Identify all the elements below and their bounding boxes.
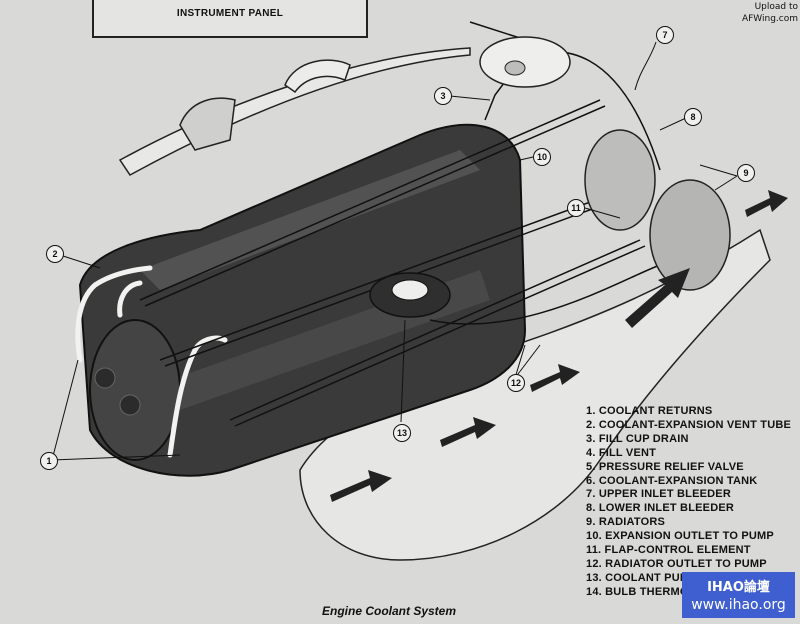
airflow-arrow <box>330 470 392 502</box>
callout-8: 8 <box>684 108 702 126</box>
callout-3: 3 <box>434 87 452 105</box>
coolant-return-pipe-right <box>167 335 228 458</box>
airflow-arrow <box>625 268 690 328</box>
coolant-return-pipe-left <box>75 265 153 363</box>
airflow-arrows <box>330 190 788 502</box>
callout-7: 7 <box>656 26 674 44</box>
engine-boss-2 <box>119 394 141 416</box>
watermark-line1: IHAO論壇 <box>707 580 770 595</box>
leader-lines <box>51 41 738 461</box>
legend-item: 13. COOLANT PUMP <box>586 571 697 584</box>
expansion-tank <box>479 36 571 88</box>
diagram-caption: Engine Coolant System <box>322 604 457 618</box>
legend-item: 4. FILL VENT <box>586 446 657 459</box>
instrument-panel-label: INSTRUMENT PANEL <box>92 0 368 38</box>
coolant-pump-hub <box>391 279 429 301</box>
instrument-panel-text: INSTRUMENT PANEL <box>176 8 284 19</box>
upload-note: Upload to AFWing.com <box>742 1 798 25</box>
legend-item: 1. COOLANT RETURNS <box>586 405 713 417</box>
legend-item: 6. COOLANT-EXPANSION TANK <box>586 474 758 487</box>
callout-12: 12 <box>507 374 525 392</box>
legend-item: 7. UPPER INLET BLEEDER <box>586 488 731 501</box>
fill-vent-tube <box>469 21 521 39</box>
return-tube <box>429 264 661 325</box>
legend-item: 14. BULB THERMO <box>586 585 689 598</box>
upload-note-line1: Upload to <box>754 2 798 12</box>
radiator-lower <box>649 179 731 291</box>
lower-tube <box>229 239 641 421</box>
legend-item: 9. RADIATORS <box>586 516 666 529</box>
lower-tube-b <box>234 245 646 427</box>
callout-9: 9 <box>737 164 755 182</box>
gunsight-bump <box>284 59 351 94</box>
legend-item: 3. FILL CUP DRAIN <box>586 432 689 445</box>
airflow-arrow <box>530 364 580 392</box>
callout-2: 2 <box>46 245 64 263</box>
callout-11: 11 <box>567 199 585 217</box>
upper-tube <box>139 99 601 301</box>
upper-tube-b <box>144 105 606 307</box>
legend-item: 12. RADIATOR OUTLET TO PUMP <box>586 557 767 570</box>
expansion-tank-cap <box>504 60 526 76</box>
legend-item: 8. LOWER INLET BLEEDER <box>586 502 735 515</box>
legend-item: 2. COOLANT-EXPANSION VENT TUBE <box>586 418 792 431</box>
upload-note-line2: AFWing.com <box>741 14 798 24</box>
engine-front-end <box>89 319 181 461</box>
engine-boss <box>94 367 116 389</box>
legend-item: 11. FLAP-CONTROL ELEMENT <box>586 544 751 557</box>
callout-13: 13 <box>393 424 411 442</box>
legend-list: 1. COOLANT RETURNS 2. COOLANT-EXPANSION … <box>586 405 791 600</box>
callout-1: 1 <box>40 452 58 470</box>
airflow-arrow <box>745 190 788 217</box>
main-tubes <box>139 21 661 427</box>
watermark-line2: www.ihao.org <box>691 597 786 613</box>
radiator-upper <box>584 129 656 231</box>
coolant-lines <box>75 265 228 458</box>
legend-item: 10. EXPANSION OUTLET TO PUMP <box>586 530 774 543</box>
watermark-badge: IHAO論壇 www.ihao.org <box>682 572 795 618</box>
engine-cylinder-bank <box>140 150 480 290</box>
windshield-frame <box>179 97 236 151</box>
callout-10: 10 <box>533 148 551 166</box>
coolant-return-pipe-front <box>117 280 143 318</box>
airflow-arrow <box>440 417 496 447</box>
legend-item: 5. PRESSURE RELIEF VALVE <box>586 460 744 473</box>
